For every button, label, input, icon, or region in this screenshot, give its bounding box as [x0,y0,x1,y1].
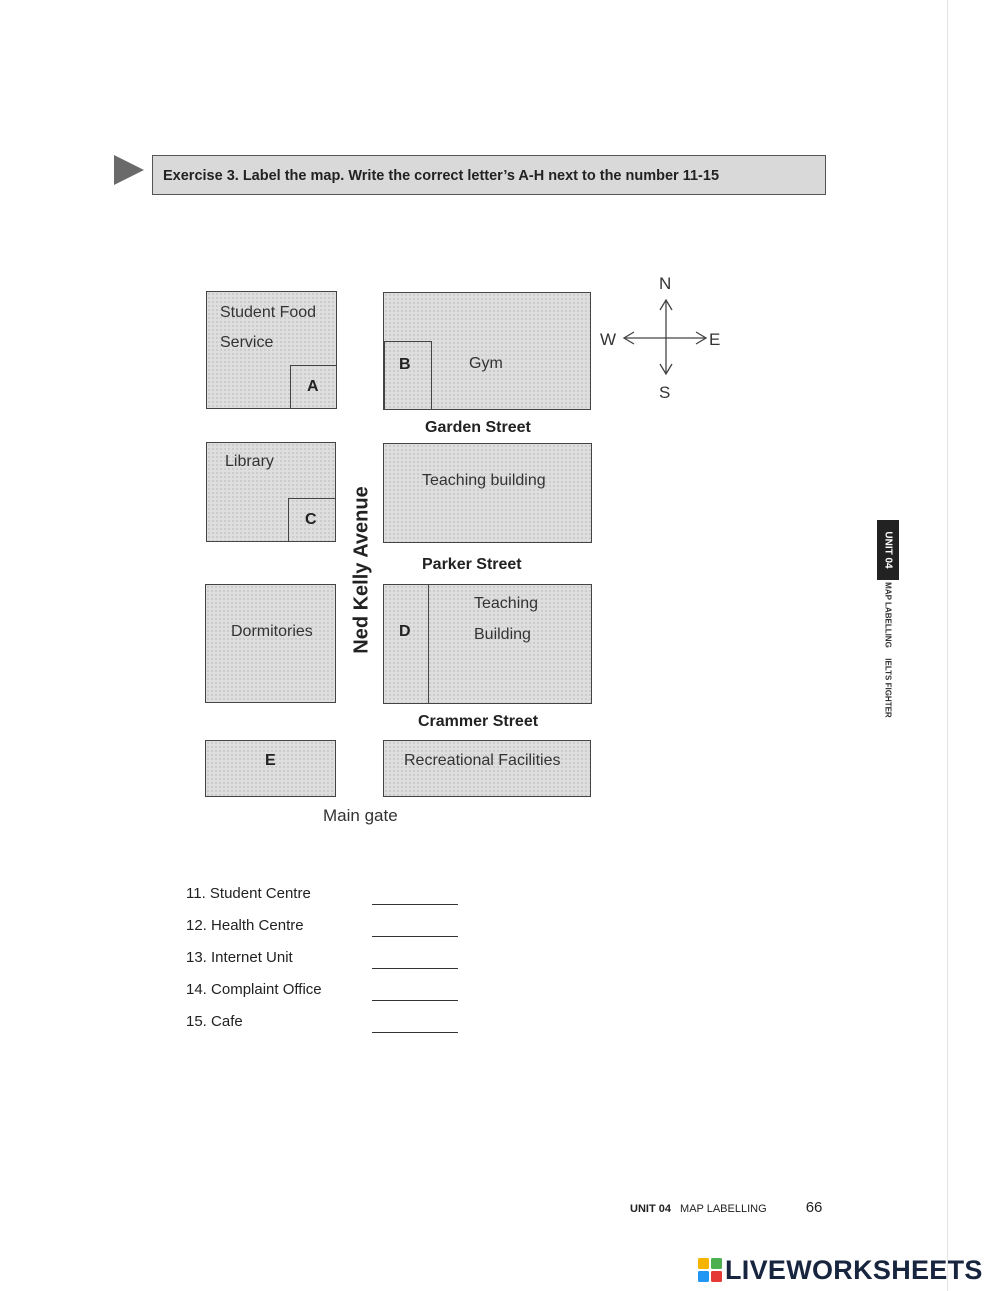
recreational-facilities-label: Recreational Facilities [404,752,561,769]
question-list: 11. Student Centre 12. Health Centre 13.… [186,885,466,1045]
compass-rose: N S W E [598,270,722,402]
letter-b: B [399,356,411,373]
answer-blank[interactable] [372,936,458,937]
question-label: 14. Complaint Office [186,981,322,998]
block-teaching-building-2: D Teaching Building [383,584,592,704]
block-c: C [288,498,336,542]
compass-west: W [600,330,617,349]
side-unit-label: UNIT 04 [882,531,894,569]
garden-street-label: Garden Street [425,419,531,436]
question-label: 13. Internet Unit [186,949,293,966]
liveworksheets-logo-icon [698,1258,722,1282]
answer-blank[interactable] [372,1000,458,1001]
answer-blank[interactable] [372,1032,458,1033]
gym-label: Gym [469,355,503,372]
block-a: A [290,365,337,409]
answer-blank[interactable] [372,968,458,969]
liveworksheets-brand: LIVEWORKSHEETS [698,1252,983,1288]
question-item: 13. Internet Unit [186,949,466,981]
teaching-building-2-label-line2: Building [474,626,531,643]
answer-blank[interactable] [372,904,458,905]
crammer-street-label: Crammer Street [418,713,539,730]
teaching-building-2-label-line1: Teaching [474,595,539,612]
block-dormitories: Dormitories [205,584,336,703]
block-library: Library C [206,442,336,542]
footer-section: MAP LABELLING [680,1203,767,1215]
compass-south: S [659,383,671,402]
side-section-label: MAP LABELLING [883,582,893,648]
block-gym: B Gym [383,292,591,410]
exercise-header: Exercise 3. Label the map. Write the cor… [152,155,826,195]
compass-east: E [709,330,721,349]
question-item: 14. Complaint Office [186,981,466,1013]
food-service-label-line2: Service [220,334,274,351]
compass-north: N [659,274,672,293]
letter-a: A [307,378,319,395]
side-brand-label: IELTS FIGHTER [883,658,893,718]
block-d: D [384,585,429,703]
footer-unit: UNIT 04 [630,1203,671,1215]
main-gate-label: Main gate [323,806,398,825]
block-teaching-building: Teaching building [383,443,592,543]
block-b: B [384,341,432,410]
letter-c: C [305,511,317,528]
page-footer: UNIT 04 MAP LABELLING 66 [630,1199,822,1216]
page-number: 66 [805,1199,823,1216]
question-label: 12. Health Centre [186,917,304,934]
compass-arrows-icon [622,298,708,376]
question-item: 12. Health Centre [186,917,466,949]
dormitories-label: Dormitories [231,623,313,640]
side-unit-tab: UNIT 04 [877,520,899,580]
block-e: E [205,740,336,797]
ned-kelly-avenue-label: Ned Kelly Avenue [350,486,373,654]
letter-e: E [265,752,276,769]
parker-street-label: Parker Street [422,556,522,573]
letter-d: D [399,623,411,640]
question-label: 15. Cafe [186,1013,243,1030]
brand-name: LIVEWORKSHEETS [725,1254,983,1285]
library-label: Library [225,453,274,470]
question-label: 11. Student Centre [186,885,311,902]
page-edge [947,0,948,1291]
block-recreational-facilities: Recreational Facilities [383,740,591,797]
block-student-food-service: Student Food Service A [206,291,337,409]
food-service-label-line1: Student Food [220,304,317,321]
teaching-building-label: Teaching building [422,472,546,489]
question-item: 11. Student Centre [186,885,466,917]
question-item: 15. Cafe [186,1013,466,1045]
triangle-marker-icon [114,155,144,185]
